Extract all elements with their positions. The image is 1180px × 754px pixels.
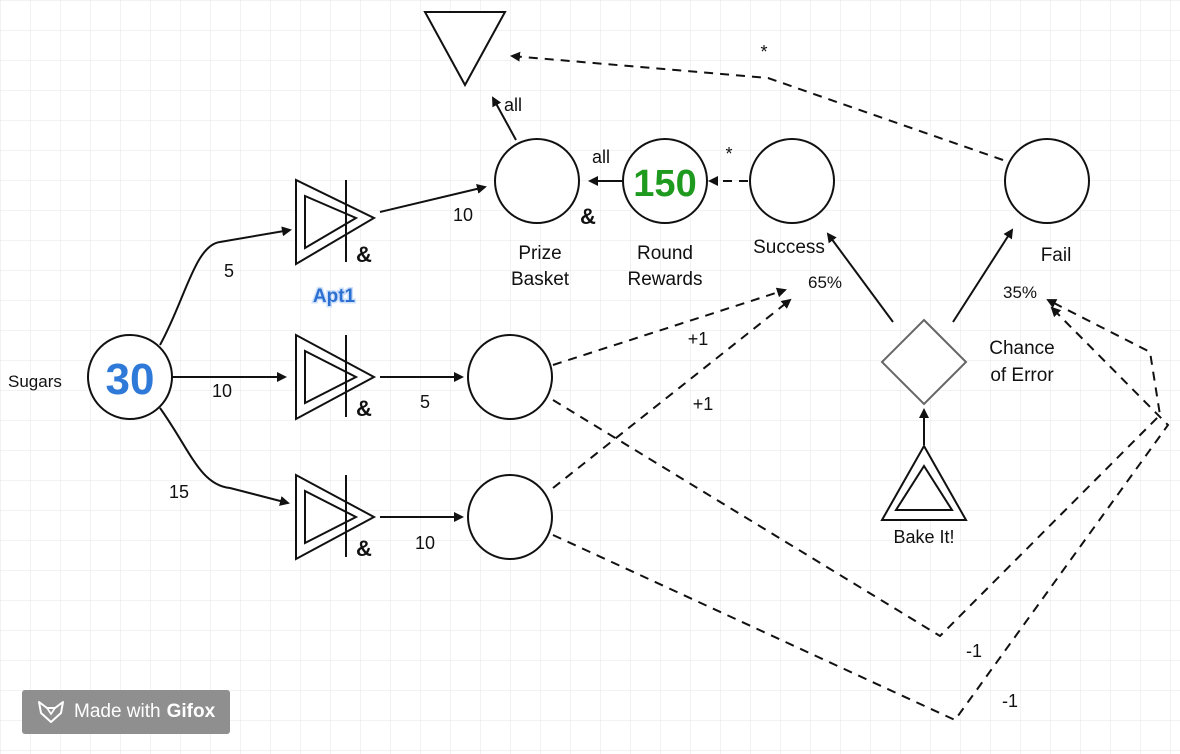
bake-it-label: Bake It! — [893, 527, 954, 547]
prize-basket-pool[interactable] — [494, 138, 580, 224]
prize-basket-label-2: Basket — [511, 269, 570, 290]
made-with-gifox-badge: Made with Gifox — [22, 690, 230, 734]
gate2-and-symbol: & — [356, 396, 372, 421]
bake-it-source[interactable] — [880, 443, 968, 521]
prize-basket-label-1: Prize — [518, 243, 561, 264]
edge-pool2-success[interactable] — [552, 298, 792, 489]
edge-pool1-success[interactable] — [552, 287, 787, 366]
label-gate1-prize: 10 — [453, 205, 473, 225]
edge-sugar-gate3[interactable] — [159, 407, 290, 506]
success-label: Success — [753, 237, 825, 258]
fail-pool[interactable] — [1004, 138, 1090, 224]
label-pool1-minus: -1 — [966, 641, 982, 661]
label-success-rewards: * — [725, 144, 732, 164]
gate-2[interactable] — [295, 333, 377, 421]
edge-prize-drain[interactable] — [492, 96, 517, 141]
label-pool2-minus: -1 — [1002, 691, 1018, 711]
edge-pool1-fail[interactable] — [552, 299, 1162, 638]
apt1-label: Apt1 — [313, 286, 356, 307]
edge-sugar-gate1[interactable] — [159, 226, 292, 346]
pool-bottom[interactable] — [467, 474, 553, 560]
sugars-label: Sugars — [8, 372, 62, 391]
badge-prefix: Made with — [74, 701, 161, 722]
fox-icon — [36, 700, 66, 724]
gate1-and-symbol: & — [356, 242, 372, 267]
label-prize-drain: all — [504, 95, 522, 115]
gate-3[interactable] — [295, 473, 377, 561]
label-gate3-pool: 10 — [415, 533, 435, 553]
pool-middle[interactable] — [467, 334, 553, 420]
edge-pool2-fail[interactable] — [552, 306, 1170, 722]
fail-label: Fail — [1041, 245, 1072, 266]
sugars-pool[interactable] — [87, 334, 173, 420]
label-sugar-gate2: 10 — [212, 381, 232, 401]
fail-percent: 35% — [1003, 283, 1037, 302]
round-rewards-pool[interactable] — [622, 138, 708, 224]
label-rewards-prize: all — [592, 147, 610, 167]
chance-of-error-gate[interactable] — [880, 318, 968, 406]
round-rewards-value: 150 — [633, 163, 696, 205]
drain-node[interactable] — [423, 11, 507, 88]
label-pool1-plus: +1 — [688, 329, 709, 349]
edge-gate1-prize[interactable] — [379, 183, 487, 213]
badge-brand: Gifox — [166, 701, 216, 722]
chance-label-1: Chance — [989, 338, 1055, 359]
success-percent: 65% — [808, 273, 842, 292]
label-sugar-gate3: 15 — [169, 482, 189, 502]
round-rewards-label-1: Round — [637, 243, 693, 264]
edge-chance-success[interactable] — [826, 232, 894, 323]
sugars-value: 30 — [106, 355, 155, 404]
gate-apt1[interactable] — [295, 178, 377, 266]
success-pool[interactable] — [749, 138, 835, 224]
gate3-and-symbol: & — [356, 536, 372, 561]
label-pool2-plus: +1 — [693, 394, 714, 414]
prize-and-symbol: & — [580, 204, 596, 229]
label-sugar-gate1: 5 — [224, 261, 234, 281]
chance-label-2: of Error — [990, 365, 1054, 386]
label-fail-drain: * — [760, 42, 767, 62]
label-gate2-pool: 5 — [420, 392, 430, 412]
edge-chance-fail[interactable] — [952, 228, 1014, 323]
round-rewards-label-2: Rewards — [628, 269, 703, 290]
edge-fail-drain[interactable] — [510, 51, 1004, 161]
